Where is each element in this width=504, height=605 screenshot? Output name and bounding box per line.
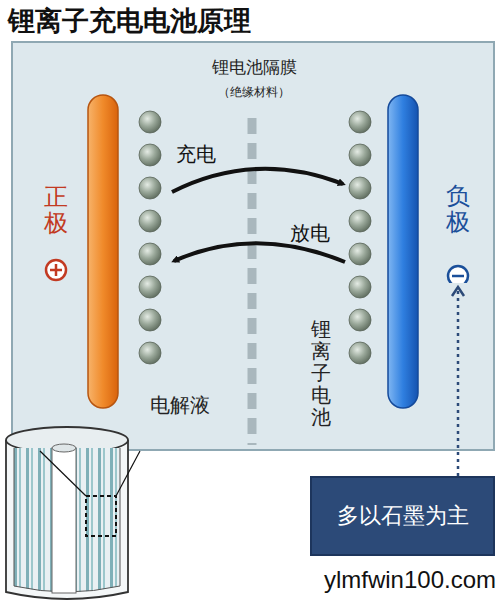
discharge-arrow (174, 243, 345, 262)
positive-electrode (88, 95, 118, 408)
plus-symbol (46, 260, 66, 280)
battery-cutaway (6, 427, 140, 599)
arrow-head (452, 287, 464, 296)
panel (12, 42, 494, 450)
graphite-callout-box: 多以石墨为主 (310, 476, 495, 556)
electrolyte-label: 电解液 (150, 392, 210, 419)
battery-label: 锂离子电池 (311, 318, 331, 428)
discharge-label: 放电 (290, 220, 330, 247)
watermark: ylmfwin100.com (300, 566, 496, 594)
negative-terminal: 负极 (438, 183, 478, 283)
box-text: 多以石墨为主 (337, 501, 469, 531)
separator-label: 锂电池隔膜 (202, 56, 306, 79)
charge-arrow (172, 169, 343, 192)
minus-symbol (446, 264, 470, 283)
title: 锂离子充电电池原理 (8, 3, 251, 39)
terminal-label: 负极 (446, 183, 470, 236)
lithium-ions (139, 111, 371, 364)
charge-label: 充电 (176, 141, 216, 168)
leader-arrow (457, 287, 460, 476)
separator-note: （绝缘材料） (192, 84, 316, 101)
positive-label: 正极 (44, 184, 68, 237)
negative-electrode (388, 95, 418, 408)
